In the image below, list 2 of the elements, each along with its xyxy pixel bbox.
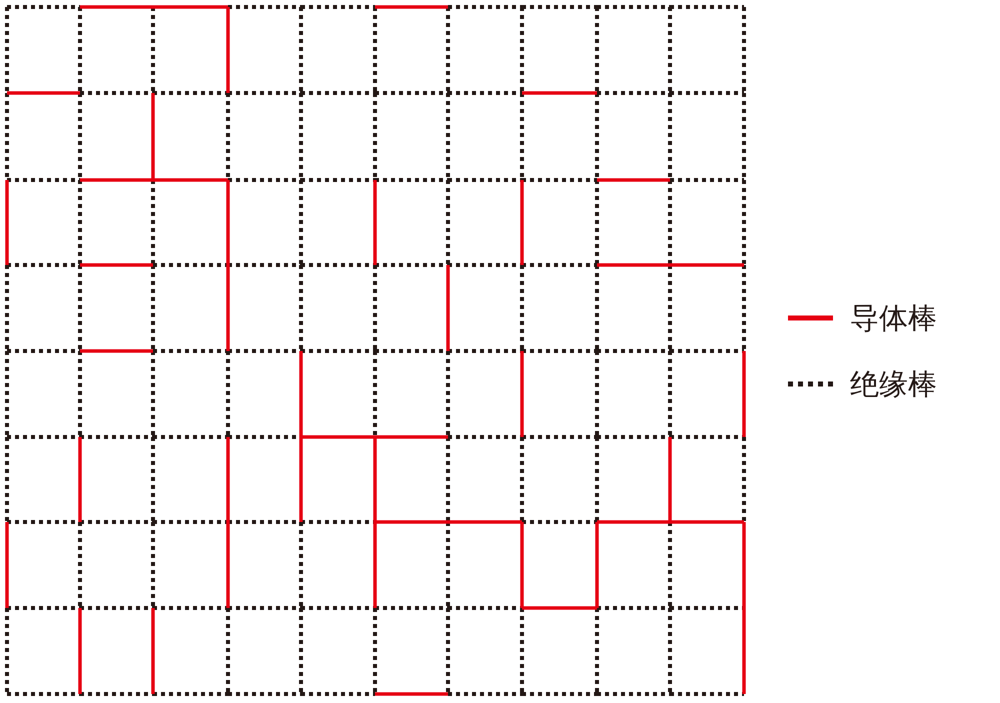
legend-label: 导体棒: [850, 300, 937, 337]
legend-label: 绝缘棒: [850, 366, 937, 403]
